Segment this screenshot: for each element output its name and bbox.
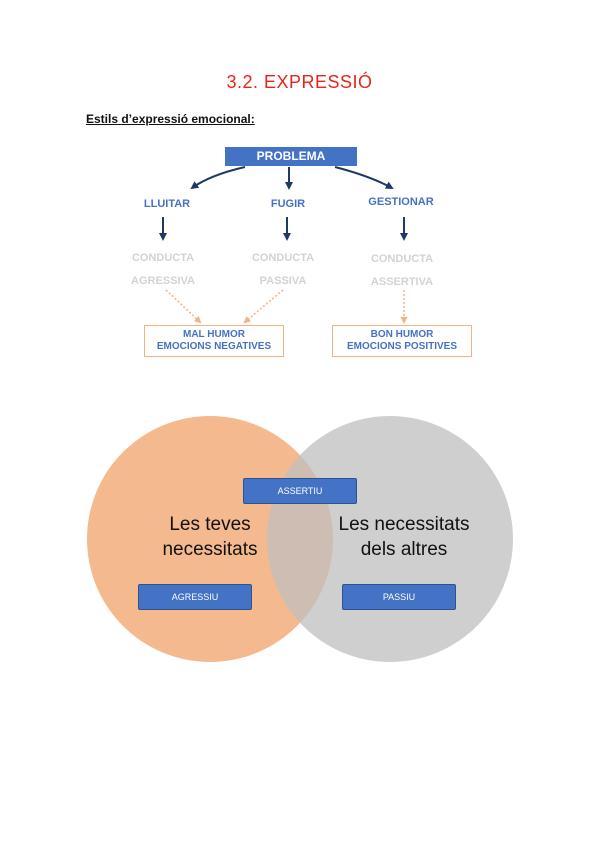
page-title: 3.2. EXPRESSIÓ: [226, 72, 373, 92]
bad-mood-box: MAL HUMOR EMOCIONS NEGATIVES: [144, 325, 284, 357]
good-mood-line2: EMOCIONS POSITIVES: [346, 341, 458, 352]
conduct-assertiva-line1: CONDUCTA: [370, 253, 434, 265]
conduct-agressiva-line1: CONDUCTA: [131, 252, 195, 264]
venn-right-label-line1: Les necessitats: [338, 514, 470, 535]
dotted-arrow-passiva: [243, 289, 284, 324]
good-mood-box: BON HUMOR EMOCIONS POSITIVES: [332, 325, 472, 357]
branch-gestionar: GESTIONAR: [368, 196, 434, 208]
conduct-passiva-line1: CONDUCTA: [251, 252, 315, 264]
venn-left-label: Les teves necessitats: [115, 512, 305, 562]
problem-box: PROBLEMA: [225, 147, 357, 166]
assertive-label: ASSERTIU: [243, 478, 357, 504]
dotted-arrow-agressiva: [165, 289, 202, 324]
bad-mood-line1: MAL HUMOR: [182, 329, 246, 340]
arrow-to-lluitar: [190, 166, 246, 190]
branch-lluitar: LLUITAR: [143, 198, 191, 210]
flow-arrows: [159, 166, 408, 324]
venn-left-label-line1: Les teves: [169, 514, 251, 535]
venn-left-label-line2: necessitats: [162, 539, 258, 560]
conduct-passiva-line2: PASSIVA: [259, 275, 307, 287]
aggressive-label: AGRESSIU: [138, 584, 252, 610]
passive-label: PASSIU: [342, 584, 456, 610]
good-mood-line1: BON HUMOR: [370, 329, 434, 340]
conduct-assertiva-line2: ASSERTIVA: [370, 276, 434, 288]
branch-fugir: FUGIR: [270, 198, 306, 210]
bad-mood-line2: EMOCIONS NEGATIVES: [156, 341, 272, 352]
venn-right-label: Les necessitats dels altres: [315, 512, 493, 562]
arrow-to-gestionar: [334, 166, 394, 189]
venn-right-label-line2: dels altres: [360, 539, 448, 560]
conduct-agressiva-line2: AGRESSIVA: [131, 275, 195, 287]
section-subtitle: Estils d’expressió emocional:: [86, 112, 255, 126]
